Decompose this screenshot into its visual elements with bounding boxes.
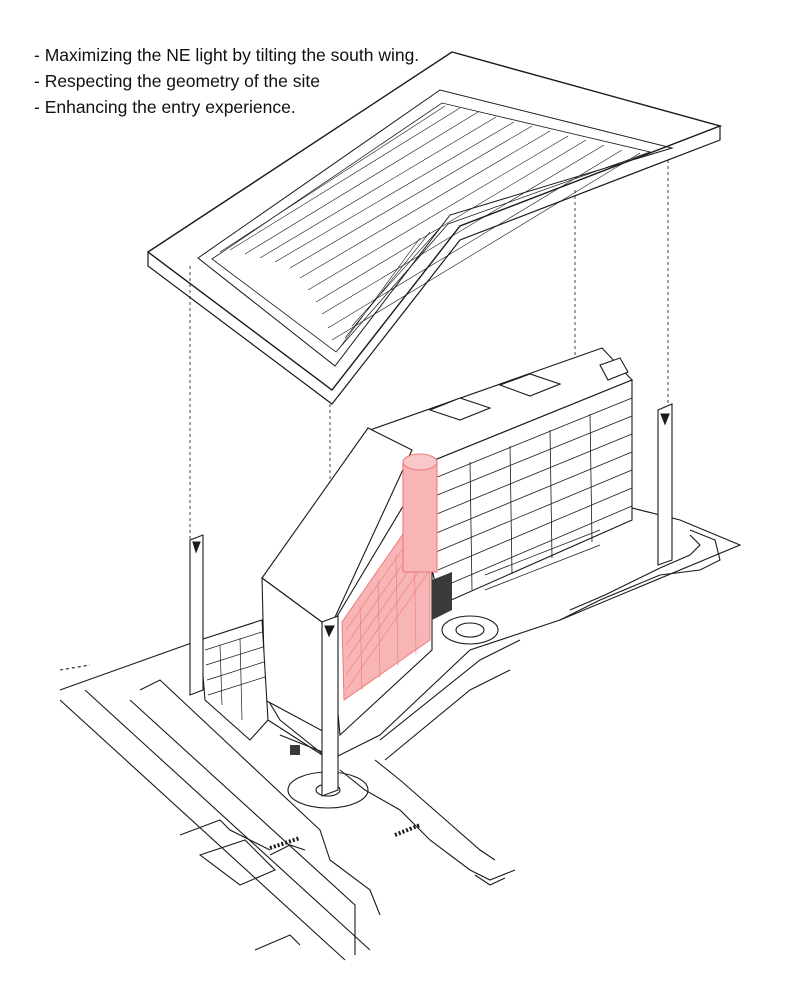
design-notes: - Maximizing the NE light by tilting the… [34, 42, 419, 120]
roof-slab [146, 51, 723, 405]
entry-tower [321, 615, 339, 797]
building [199, 347, 633, 761]
note-ne-light: - Maximizing the NE light by tilting the… [34, 45, 420, 65]
roof-top-surface [146, 51, 723, 391]
pylons [189, 403, 673, 797]
red-stair-core [402, 453, 438, 573]
roof-hatching [219, 105, 641, 351]
note-entry-experience: - Enhancing the entry experience. [34, 97, 296, 117]
note-site-geometry: - Respecting the geometry of the site [34, 71, 320, 91]
